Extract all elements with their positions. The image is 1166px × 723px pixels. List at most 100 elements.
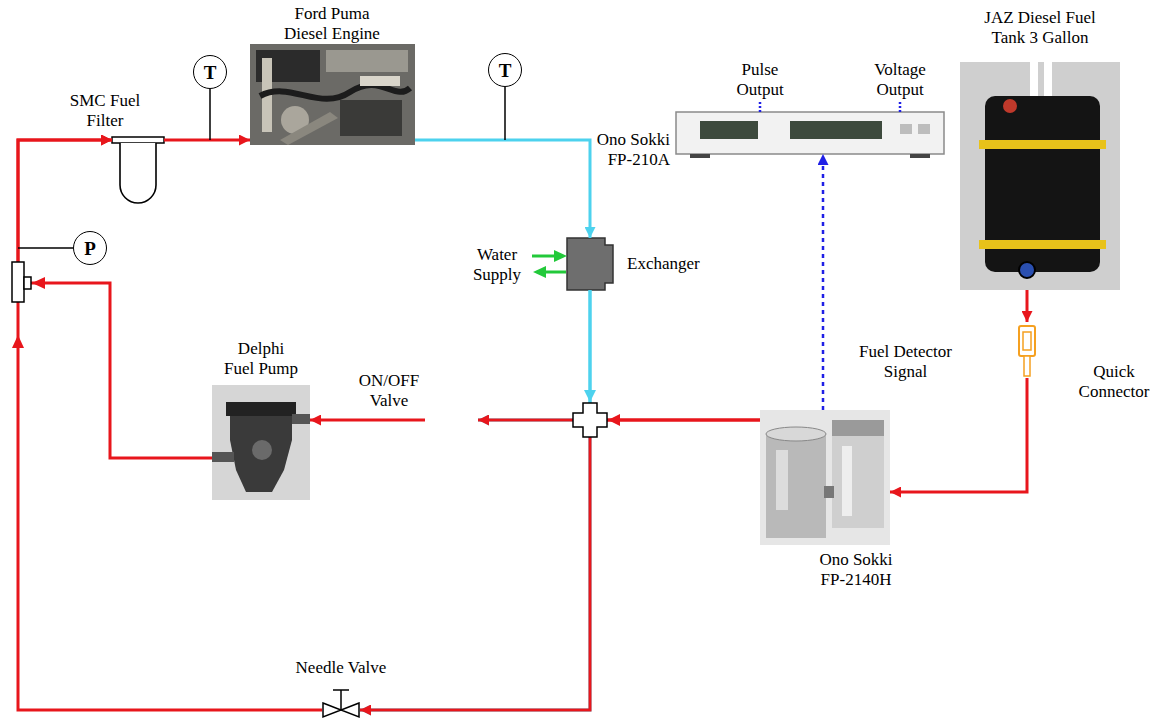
engine-photo-box: Ford Puma Diesel Engine — [250, 44, 415, 145]
label-holder: ON/OFF Valve — [355, 371, 423, 410]
needle-valve-symbol — [333, 689, 349, 691]
fuel-filter-symbol — [112, 137, 164, 143]
label-holder: JAZ Diesel Fuel Tank 3 Gallon — [970, 8, 1110, 47]
flow-meter-photo — [766, 427, 826, 441]
engine-photo — [326, 50, 408, 72]
flow-arrowhead — [12, 335, 24, 348]
exchanger-symbol — [567, 238, 613, 290]
pressure-gauge: P — [73, 231, 107, 265]
flow-detector-box: Ono Sokki FP-2140H — [760, 410, 890, 545]
flow-meter-photo — [776, 450, 788, 510]
needle-valve-symbol — [323, 690, 359, 717]
label-holder: Water Supply — [466, 245, 528, 284]
flow-meter-photo — [832, 424, 884, 528]
fuel-line — [1026, 290, 1029, 322]
port-label: Pulse Output — [730, 60, 790, 99]
fuel-tank-photo — [1019, 262, 1035, 278]
fuel-pump-photo — [212, 385, 310, 500]
valve-box: ON/OFF Valve — [425, 405, 478, 435]
flow-arrowhead — [608, 414, 620, 426]
display-unit — [676, 112, 944, 158]
fuel-pump-photo — [230, 410, 292, 492]
fuel-line — [415, 140, 590, 238]
label-holder: Exchanger — [627, 254, 700, 274]
fuel-line — [360, 420, 760, 710]
display-unit — [790, 121, 882, 139]
water-arrowhead — [533, 266, 546, 278]
part-label: Delphi Fuel Pump — [222, 339, 300, 378]
fuel-tank-photo — [979, 240, 1106, 249]
fuel-line — [478, 290, 590, 420]
fuel-pump-photo — [212, 385, 310, 500]
label-holder: Fuel Detector Signal — [848, 342, 963, 381]
part-label: Ono Sokki FP-2140H — [816, 550, 896, 589]
fuel-pump-box: Delphi Fuel Pump — [212, 385, 310, 500]
part-label: ON/OFF Valve — [355, 371, 423, 410]
label-holder: Ono Sokki FP-2140H — [816, 550, 896, 589]
needle-valve-symbol — [341, 703, 359, 717]
gauge-letter: P — [84, 239, 96, 258]
fuel-pump-photo — [212, 452, 234, 462]
flow-arrowhead — [32, 277, 45, 289]
engine-photo — [250, 44, 415, 145]
display-unit-box: Ono Sokki FP-210A — [676, 112, 944, 154]
needle-valve-symbol — [340, 690, 342, 710]
water-line — [544, 271, 566, 274]
fuel-pump-photo — [292, 414, 310, 424]
water-line — [532, 255, 556, 258]
flow-meter-photo — [760, 410, 890, 545]
fuel-line — [310, 419, 425, 422]
engine-photo — [250, 44, 415, 145]
flow-meter-photo — [832, 420, 884, 436]
gauge-letter: T — [499, 61, 512, 80]
quick-connector-symbol — [1023, 332, 1031, 350]
label-holder: Ford Puma Diesel Engine — [277, 4, 387, 43]
cross-junction — [573, 403, 607, 437]
exchanger-box: Exchanger — [567, 238, 613, 290]
tee-junction — [24, 277, 31, 289]
display-unit — [918, 124, 930, 134]
fuel-line — [360, 290, 590, 710]
fuel-pump-photo — [226, 402, 296, 416]
fuel-line — [890, 378, 1027, 492]
fuel-filter-symbol — [112, 137, 164, 203]
temperature-gauge: T — [193, 55, 227, 89]
fuel-filter-symbol — [120, 143, 156, 203]
output-port — [759, 102, 762, 112]
quick-connector-symbol — [1019, 326, 1035, 356]
part-label: Needle Valve — [286, 658, 396, 678]
signal-line — [822, 154, 825, 410]
label-holder: Needle Valve — [286, 658, 396, 678]
fuel-pump-photo — [252, 440, 272, 460]
flow-meter-photo — [824, 486, 834, 498]
part-label: Ono Sokki FP-210A — [594, 130, 670, 169]
exchanger-symbol — [567, 238, 613, 290]
part-label: JAZ Diesel Fuel Tank 3 Gallon — [970, 8, 1110, 47]
flow-meter-photo — [842, 446, 852, 516]
needle-valve-symbol — [323, 703, 341, 717]
engine-photo — [340, 100, 402, 136]
fuel-line — [164, 139, 250, 142]
engine-photo — [360, 76, 400, 86]
fuel-tank-photo — [1044, 62, 1052, 100]
display-unit — [690, 154, 710, 158]
temperature-gauge: T — [488, 53, 522, 87]
label-holder: SMC Fuel Filter — [50, 91, 160, 130]
part-label: SMC Fuel Filter — [50, 91, 160, 130]
part-label: Exchanger — [627, 254, 700, 274]
gauge-letter: T — [204, 63, 217, 82]
fuel-tank-photo — [979, 140, 1106, 149]
needle-valve-box: Needle Valve — [322, 686, 360, 719]
part-label: Ford Puma Diesel Engine — [277, 4, 387, 43]
flow-meter-photo — [760, 410, 890, 545]
fuel-tank-photo — [1030, 62, 1038, 100]
gauge-stem — [209, 89, 211, 140]
part-label: Quick Connector — [1070, 362, 1158, 401]
display-unit — [900, 124, 912, 134]
